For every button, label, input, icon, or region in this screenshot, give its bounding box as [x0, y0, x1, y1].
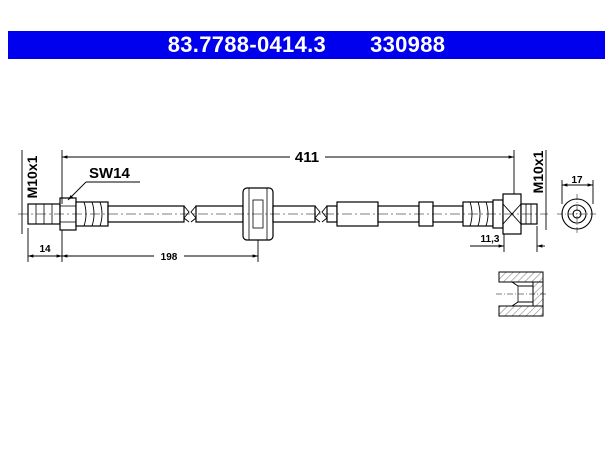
dimension-lines	[21, 150, 594, 262]
end-view-diameter-label: 17	[571, 175, 583, 186]
left-thread-label: M10x1	[24, 155, 40, 198]
overall-length-label: 411	[295, 149, 319, 166]
end-view	[557, 194, 597, 234]
reference-number: 330988	[370, 32, 446, 57]
part-number: 83.7788-0414.3	[167, 32, 327, 57]
wrench-size-label: SW14	[89, 165, 131, 182]
title-banner: 83.7788-0414.3 330988	[8, 31, 605, 59]
left-fitting-length-label: 14	[39, 244, 51, 255]
port-section-detail	[496, 271, 546, 317]
right-fitting-length-label: 11,3	[481, 234, 500, 245]
bracket-distance-label: 198	[161, 252, 178, 263]
right-thread-label: M10x1	[530, 150, 546, 193]
